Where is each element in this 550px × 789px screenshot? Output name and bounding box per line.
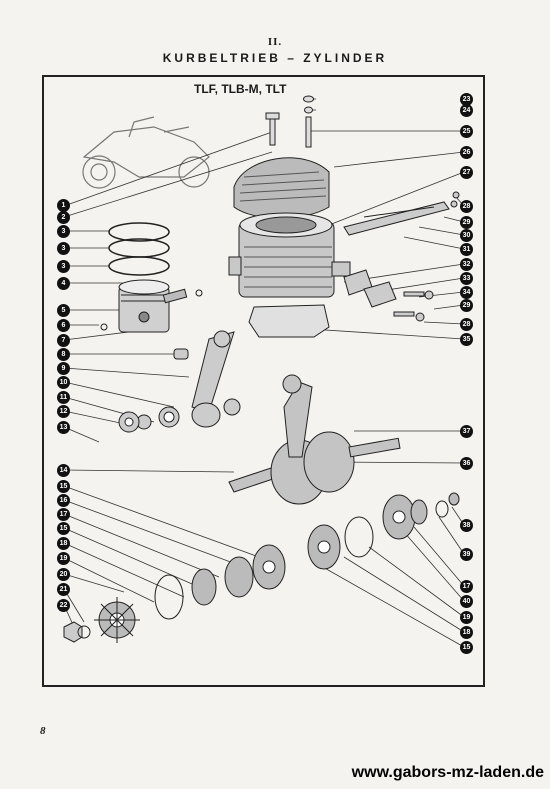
- callout-34: 34: [460, 286, 473, 299]
- callout-35: 35: [460, 333, 473, 346]
- callout-15a: 15: [57, 480, 70, 493]
- callout-23: 23: [460, 93, 473, 106]
- callout-29a: 29: [460, 216, 473, 229]
- callout-13: 13: [57, 421, 70, 434]
- callout-10: 10: [57, 376, 70, 389]
- callout-28b: 28: [460, 318, 473, 331]
- callout-7: 7: [57, 334, 70, 347]
- piston: [118, 279, 170, 333]
- left-leader-lines: [63, 131, 273, 628]
- model-title: TLF, TLB-M, TLT: [194, 82, 287, 96]
- callout-8: 8: [57, 348, 70, 361]
- piston-pin: [162, 288, 188, 304]
- connecting-rod: [173, 330, 235, 428]
- callout-32: 32: [460, 258, 473, 271]
- callout-19b: 19: [460, 611, 473, 624]
- callout-22: 22: [57, 599, 70, 612]
- callout-27: 27: [460, 166, 473, 179]
- callout-38: 38: [460, 519, 473, 532]
- callout-3a: 3: [57, 225, 70, 238]
- callout-17: 17: [57, 508, 70, 521]
- callout-31: 31: [460, 243, 473, 256]
- callout-11: 11: [57, 391, 70, 404]
- callout-28a: 28: [460, 200, 473, 213]
- callout-1: 1: [57, 199, 70, 212]
- callout-4: 4: [57, 277, 70, 290]
- section-number: II.: [267, 36, 283, 48]
- sprocket-nut: [63, 621, 91, 643]
- callout-18: 18: [57, 537, 70, 550]
- exhaust-flange: [343, 269, 397, 308]
- callout-25: 25: [460, 125, 473, 138]
- callout-37: 37: [460, 425, 473, 438]
- callout-20: 20: [57, 568, 70, 581]
- callout-18b: 18: [460, 626, 473, 639]
- callout-9: 9: [57, 362, 70, 375]
- callout-26: 26: [460, 146, 473, 159]
- callout-40: 40: [460, 595, 473, 608]
- cylinder-head: [233, 157, 330, 219]
- callout-17b: 17: [460, 580, 473, 593]
- exploded-diagram-frame: TLF, TLB-M, TLT 1 2 3 3 3 4 5 6 7 8 9 10…: [42, 75, 485, 687]
- watermark-url: www.gabors-mz-laden.de: [351, 764, 544, 781]
- callout-24: 24: [460, 104, 473, 117]
- callout-14: 14: [57, 464, 70, 477]
- callout-29b: 29: [460, 299, 473, 312]
- callout-2: 2: [57, 211, 70, 224]
- piston-rings: [108, 222, 170, 276]
- crankshaft: [228, 374, 401, 505]
- page-number: 8: [40, 725, 46, 737]
- decompressor-lever: [343, 201, 450, 236]
- small-bolts-nuts: [393, 191, 460, 322]
- callout-3c: 3: [57, 260, 70, 273]
- callout-3b: 3: [57, 242, 70, 255]
- callout-12: 12: [57, 405, 70, 418]
- callout-30: 30: [460, 229, 473, 242]
- callout-36: 36: [460, 457, 473, 470]
- exploded-view-drawing: [63, 95, 465, 648]
- section-title: KURBELTRIEB – ZYLINDER: [162, 51, 388, 65]
- callout-16: 16: [57, 494, 70, 507]
- callout-21: 21: [57, 583, 70, 596]
- drive-sprocket: [94, 597, 140, 643]
- callout-39: 39: [460, 548, 473, 561]
- callout-33: 33: [460, 272, 473, 285]
- callout-15c: 15: [460, 641, 473, 654]
- callout-5: 5: [57, 304, 70, 317]
- circlips: [100, 289, 203, 331]
- callout-15b: 15: [57, 522, 70, 535]
- callout-6: 6: [57, 319, 70, 332]
- base-gasket: [248, 304, 330, 338]
- needle-bearing: [118, 398, 241, 433]
- cylinder-barrel: [228, 212, 351, 298]
- bearing-balls: [262, 510, 406, 574]
- callout-19: 19: [57, 552, 70, 565]
- cylinder-head-bolt: [265, 95, 314, 148]
